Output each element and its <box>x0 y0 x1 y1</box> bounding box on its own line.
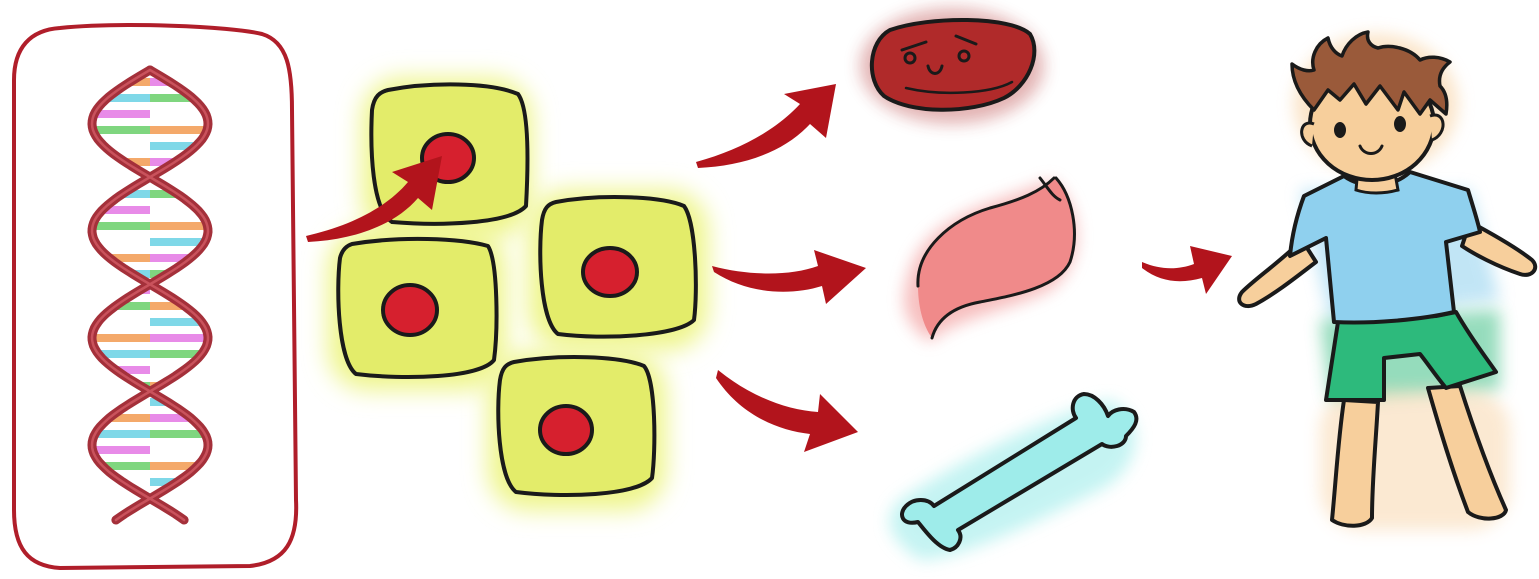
arrow-icon <box>716 370 858 452</box>
dna-base-pair <box>150 222 207 230</box>
nucleus <box>383 285 437 335</box>
dna-base-pair <box>150 238 205 246</box>
dna-icon <box>92 70 208 520</box>
eye-right <box>1394 116 1406 132</box>
cells-stage <box>328 78 708 510</box>
cell-icon <box>498 357 654 495</box>
dna-base-pair <box>93 126 150 134</box>
dna-base-pair <box>92 334 150 342</box>
nucleus <box>583 248 637 296</box>
nucleus <box>540 406 592 454</box>
arrow-icon <box>696 84 836 168</box>
dna-base-pair <box>94 110 150 118</box>
dna-base-pair <box>93 222 150 230</box>
eye-left <box>1334 122 1346 138</box>
dna-base-pair <box>150 126 207 134</box>
cell-icon <box>540 197 696 337</box>
dna-base-pair <box>150 446 207 454</box>
dna-frame <box>14 25 296 568</box>
dna-base-pair <box>150 110 206 118</box>
tissues-stage <box>860 8 1136 560</box>
dna-base-pair <box>150 430 205 438</box>
ear-left <box>1302 123 1314 146</box>
dna-base-pair <box>150 334 208 342</box>
red-blood-cell-icon <box>872 20 1035 110</box>
dna-base-pair <box>95 430 150 438</box>
dna-stage <box>14 25 296 568</box>
dna-base-pair <box>93 446 150 454</box>
arrow-icon <box>1142 246 1232 294</box>
dna-base-pair <box>95 238 150 246</box>
child-icon <box>1239 32 1535 530</box>
cell-icon <box>338 239 496 377</box>
arrow-icon <box>712 250 866 304</box>
